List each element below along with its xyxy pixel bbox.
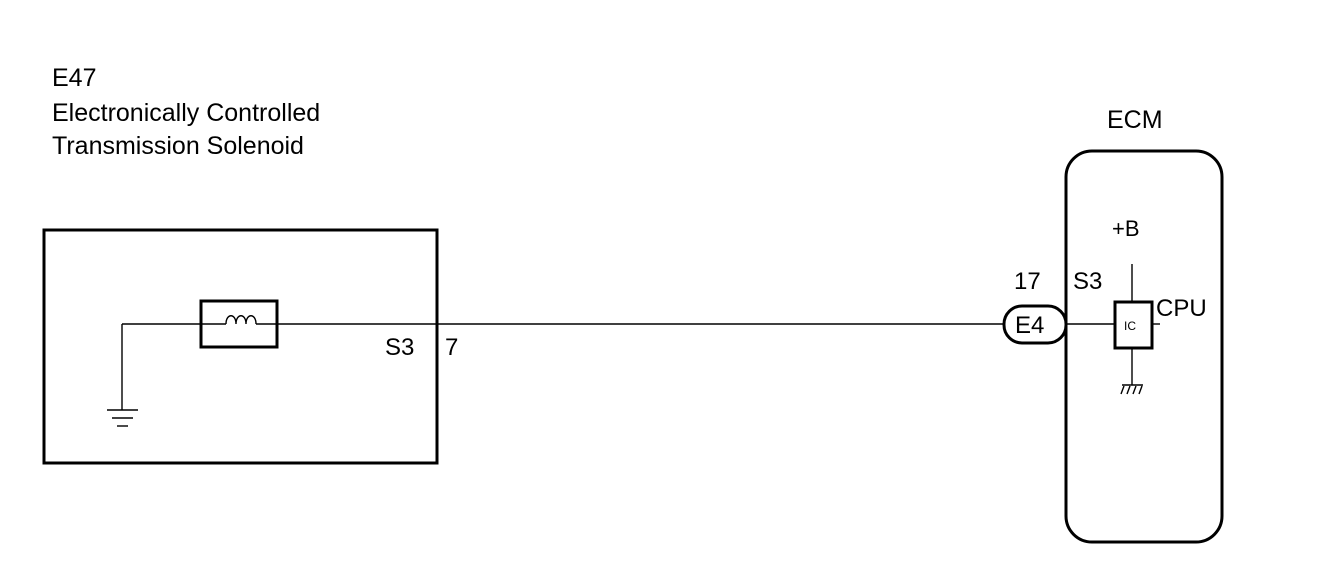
ic-chip bbox=[1113, 300, 1154, 350]
solenoid-name-line2: Transmission Solenoid bbox=[52, 132, 304, 160]
ecm-box bbox=[1064, 149, 1224, 544]
ecm-title: ECM bbox=[1107, 106, 1163, 134]
supply-label: +B bbox=[1112, 216, 1140, 241]
solenoid-terminal-pin: 7 bbox=[445, 334, 458, 361]
solenoid-code: E47 bbox=[52, 64, 96, 92]
ground-icon bbox=[107, 324, 138, 427]
cpu-label: CPU bbox=[1156, 295, 1207, 322]
solenoid-box bbox=[42, 228, 439, 465]
ic-label: IC bbox=[1124, 319, 1136, 333]
ecm-connector-id: E4 bbox=[1015, 312, 1044, 339]
ecm-terminal-name: S3 bbox=[1073, 268, 1102, 295]
solenoid-coil-icon bbox=[199, 299, 279, 349]
solenoid-terminal-name: S3 bbox=[385, 334, 414, 361]
solenoid-name-line1: Electronically Controlled bbox=[52, 99, 320, 127]
ecm-terminal-pin: 17 bbox=[1014, 268, 1041, 295]
chassis-ground-icon bbox=[1120, 348, 1143, 395]
